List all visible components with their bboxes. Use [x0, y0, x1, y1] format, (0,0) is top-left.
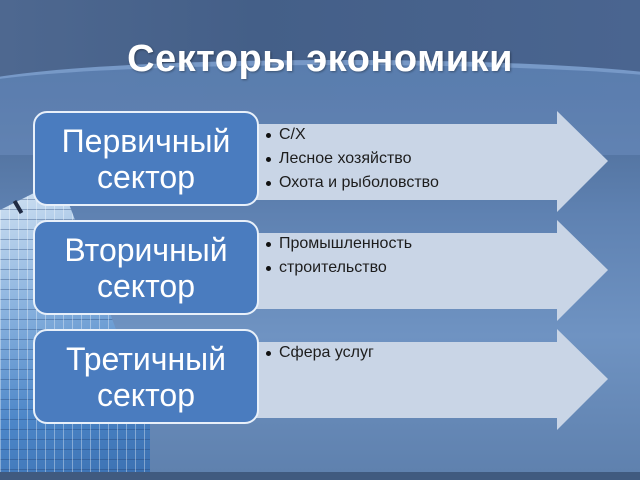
list-item: строительство	[264, 256, 412, 280]
footer-band	[0, 472, 640, 480]
list-item: С/Х	[264, 123, 439, 147]
sector-items-list: С/Х Лесное хозяйство Охота и рыболовство	[264, 123, 439, 195]
list-item: Охота и рыболовство	[264, 171, 439, 195]
sector-label-line1: Вторичный	[64, 231, 228, 268]
sector-label: Вторичный сектор	[64, 232, 227, 304]
sector-label-line2: сектор	[96, 158, 196, 195]
sector-label-line1: Третичный	[65, 340, 227, 377]
sector-row-primary: Первичный сектор С/Х Лесное хозяйство Ох…	[0, 111, 640, 213]
sector-box-primary: Первичный сектор	[33, 111, 259, 206]
sector-label-line2: сектор	[96, 267, 196, 304]
sector-items-list: Промышленность строительство	[264, 232, 412, 280]
sector-row-secondary: Вторичный сектор Промышленность строител…	[0, 220, 640, 322]
sector-items-list: Сфера услуг	[264, 341, 374, 365]
arrow-shape	[240, 329, 610, 431]
sector-label-line1: Первичный	[61, 122, 231, 159]
arrow-shape	[240, 111, 610, 213]
slide-title: Секторы экономики	[127, 38, 513, 80]
sector-label: Первичный сектор	[62, 123, 231, 195]
sector-box-tertiary: Третичный сектор	[33, 329, 259, 424]
sector-box-secondary: Вторичный сектор	[33, 220, 259, 315]
sector-label-line2: сектор	[96, 376, 196, 413]
sector-label: Третичный сектор	[66, 341, 226, 413]
list-item: Лесное хозяйство	[264, 147, 439, 171]
list-item: Промышленность	[264, 232, 412, 256]
arrow-shape	[240, 220, 610, 322]
list-item: Сфера услуг	[264, 341, 374, 365]
sector-row-tertiary: Третичный сектор Сфера услуг	[0, 329, 640, 431]
